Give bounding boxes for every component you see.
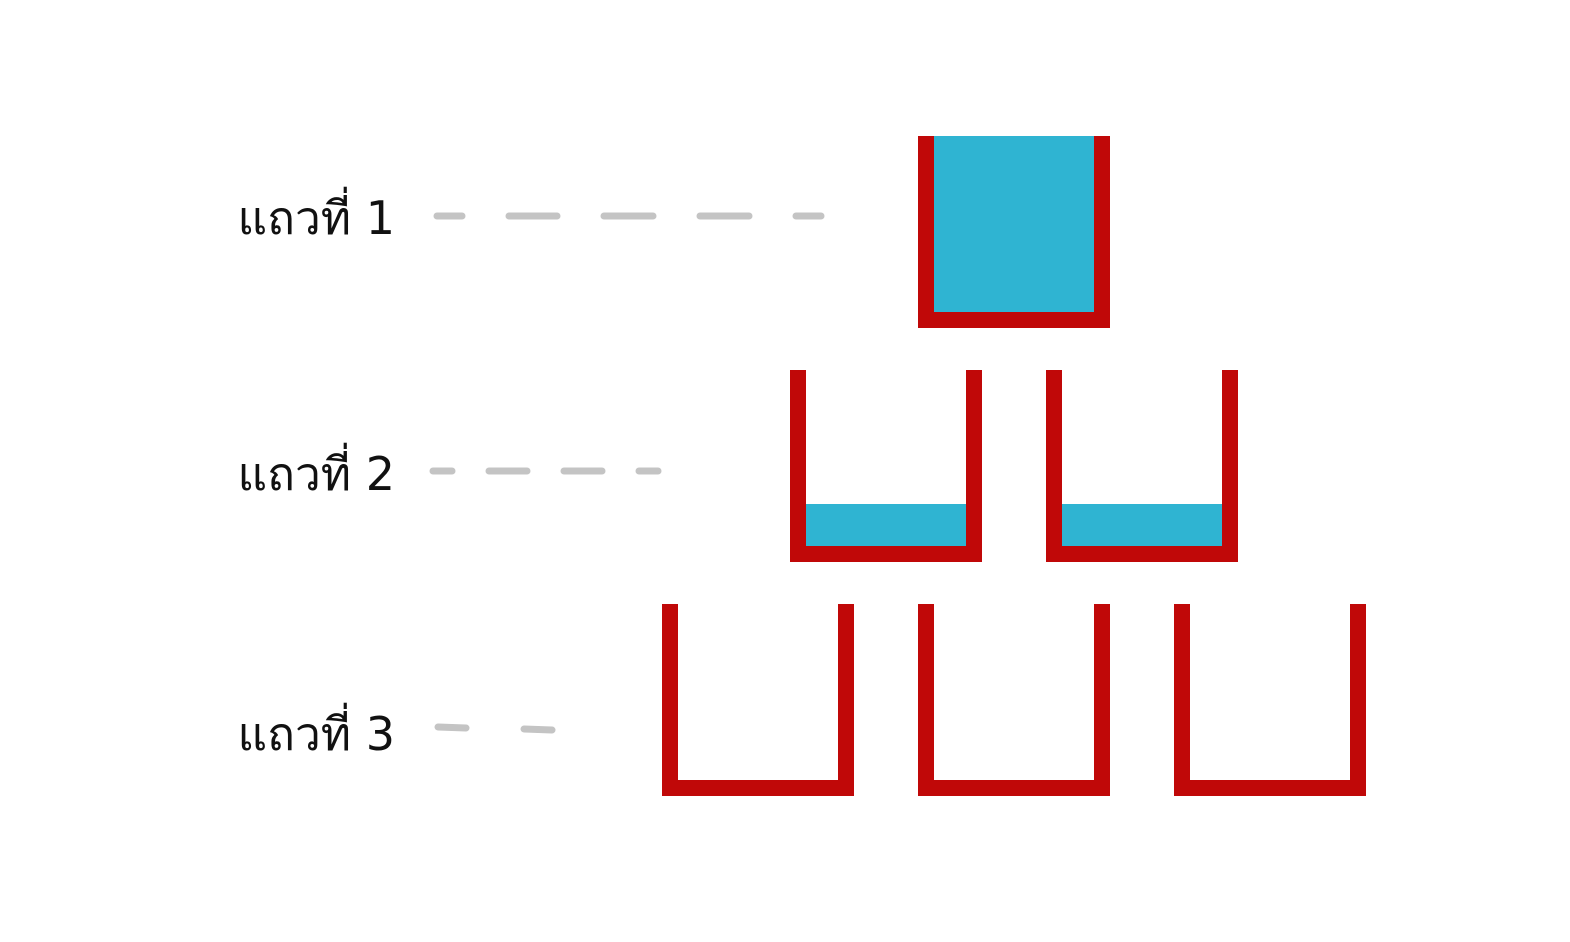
row-labels: แถวที่ 1 แถวที่ 2 แถวที่ 3 <box>237 186 395 761</box>
leader-dashes <box>429 212 825 734</box>
container-bottom <box>918 312 1110 328</box>
container-row-2-1 <box>790 370 982 562</box>
container-right-wall <box>966 370 982 562</box>
container-left-wall <box>918 136 934 328</box>
container-right-wall <box>838 604 854 796</box>
liquid-fill <box>1062 504 1222 546</box>
container-bottom <box>662 780 854 796</box>
container-right-wall <box>1350 604 1366 796</box>
container-row-3-3 <box>1174 604 1366 796</box>
row-2-label: แถวที่ 2 <box>237 442 395 501</box>
liquid-fill <box>934 136 1094 312</box>
leader-dash <box>434 723 470 732</box>
row-3-leader-line <box>434 723 556 734</box>
container-left-wall <box>790 370 806 562</box>
container-left-wall <box>1174 604 1190 796</box>
container-right-wall <box>1094 136 1110 328</box>
container-left-wall <box>1046 370 1062 562</box>
leader-dash <box>520 725 556 734</box>
container-right-wall <box>1094 604 1110 796</box>
row-3-label: แถวที่ 3 <box>237 702 395 761</box>
row-1-label: แถวที่ 1 <box>237 186 395 245</box>
container-row-3-1 <box>662 604 854 796</box>
container-row-1-1 <box>918 136 1110 328</box>
container-bottom <box>1046 546 1238 562</box>
container-bottom <box>918 780 1110 796</box>
container-right-wall <box>1222 370 1238 562</box>
containers <box>662 136 1366 796</box>
container-bottom <box>790 546 982 562</box>
container-bottom <box>1174 780 1366 796</box>
liquid-fill <box>806 504 966 546</box>
container-left-wall <box>918 604 934 796</box>
container-row-2-2 <box>1046 370 1238 562</box>
container-row-3-2 <box>918 604 1110 796</box>
container-left-wall <box>662 604 678 796</box>
